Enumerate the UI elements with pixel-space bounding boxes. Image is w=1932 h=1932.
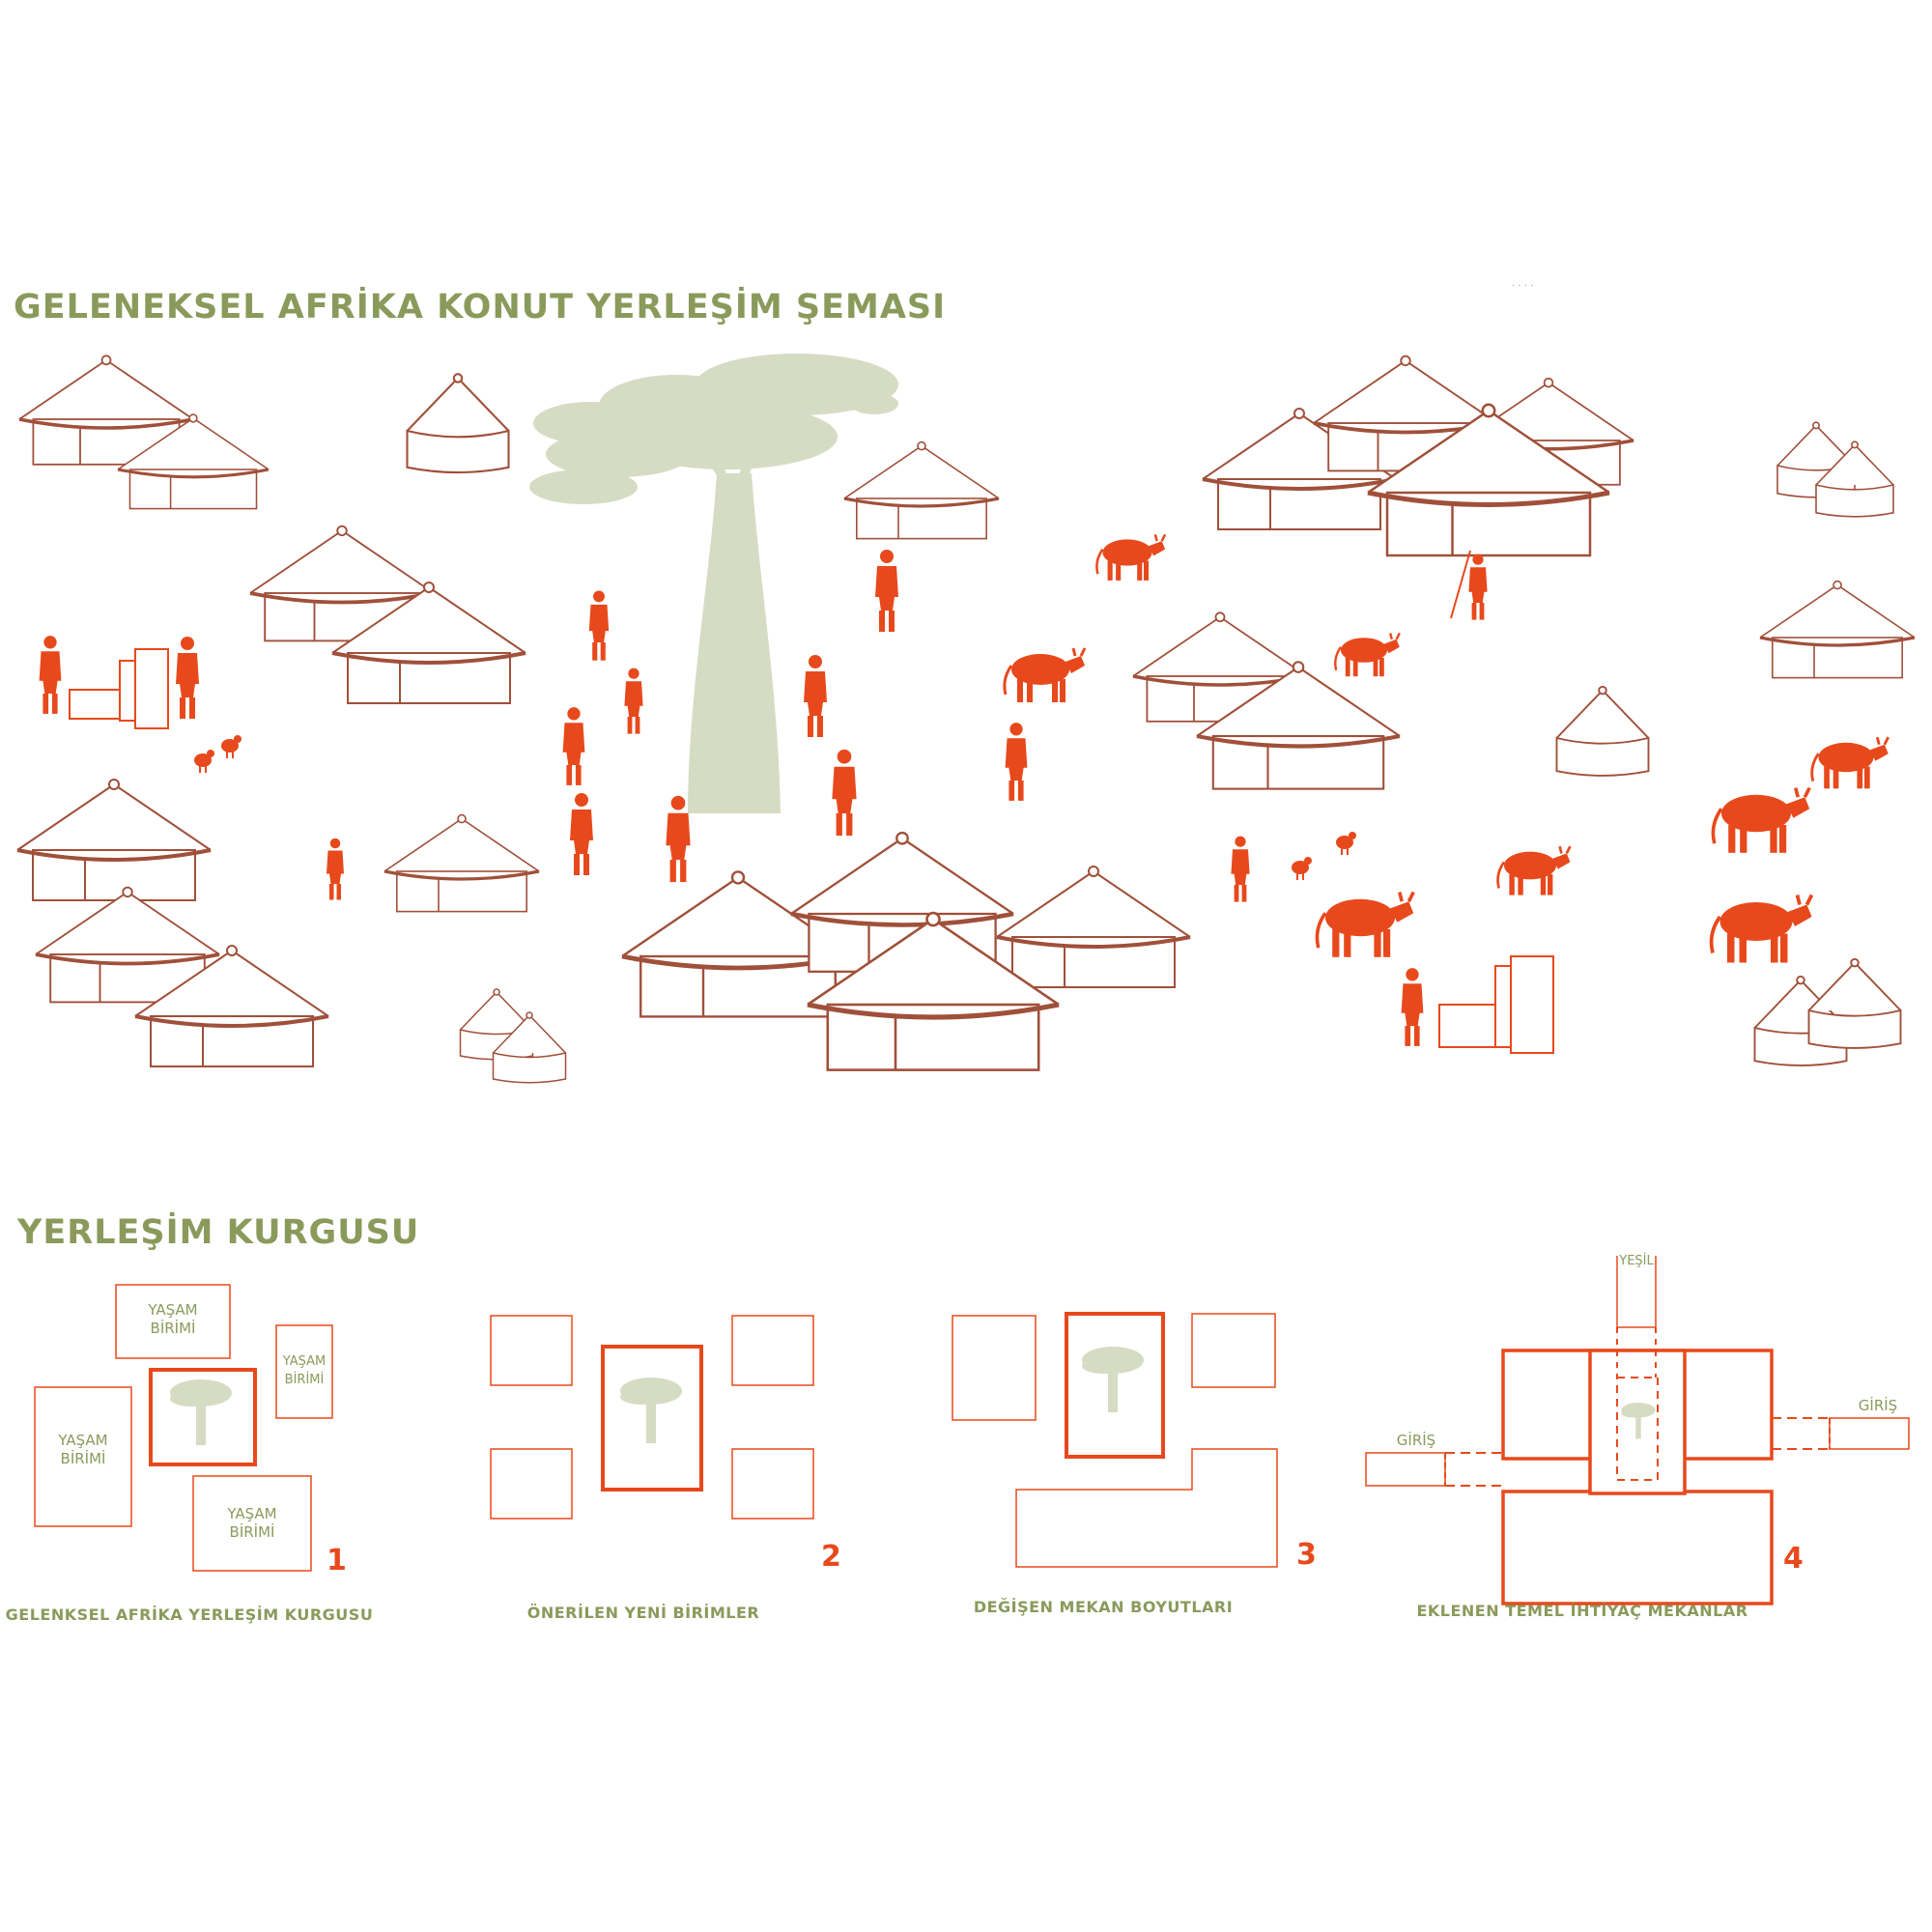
- diagram-3: [952, 1312, 1278, 1568]
- person-icon: [588, 590, 610, 661]
- living-unit-box: [34, 1386, 132, 1527]
- hut-pair-far-right: [1776, 421, 1894, 518]
- person-icon: [570, 793, 593, 875]
- green-space-box: [1616, 1256, 1657, 1328]
- cow-icon: [1334, 632, 1402, 678]
- living-unit-box: [115, 1284, 231, 1359]
- step-number: 1: [327, 1544, 347, 1577]
- hut-icon: [406, 373, 510, 474]
- person-icon: [176, 637, 199, 719]
- settlement-scene: . . . .: [15, 278, 1917, 1084]
- staff: [1450, 550, 1471, 619]
- step-caption: ÖNERİLEN YENİ BİRİMLER: [526, 1604, 760, 1622]
- person-icon: [39, 636, 62, 714]
- step-caption: EKLENEN TEMEL İHTİYAÇ MEKANLAR: [1416, 1602, 1748, 1620]
- unit-box: [1191, 1313, 1276, 1388]
- person-icon: [875, 550, 898, 632]
- hut-icon: [995, 865, 1192, 989]
- entrance-label-right: GİRİŞ: [1858, 1397, 1898, 1414]
- unit-box: [1501, 1490, 1774, 1605]
- unit-box: [731, 1315, 814, 1386]
- hut-icon: [1807, 957, 1902, 1049]
- cow-icon: [1810, 735, 1890, 790]
- step-caption: DEĞİŞEN MEKAN BOYUTLARI: [973, 1598, 1234, 1616]
- person-icon: [666, 795, 691, 883]
- cow-icon: [1315, 890, 1415, 959]
- chicken-icon: [1335, 831, 1357, 856]
- cow-icon: [1095, 533, 1167, 582]
- green-core-box: [1616, 1377, 1659, 1481]
- main-title: GELENEKSEL AFRİKA KONUT YERLEŞİM ŞEMASI: [14, 288, 947, 327]
- entrance-label-left: GİRİŞ: [1396, 1432, 1436, 1449]
- hut-pair-bottom: [459, 988, 567, 1084]
- chicken-icon: [193, 749, 215, 774]
- step-number: 4: [1783, 1542, 1804, 1576]
- living-unit-box: [275, 1324, 333, 1419]
- person-icon: [1468, 554, 1488, 620]
- hut-group-top-right: [1201, 354, 1635, 555]
- entrance-box: [1829, 1417, 1910, 1450]
- entrance-box: [1365, 1452, 1446, 1487]
- cow-icon: [1711, 785, 1811, 855]
- hut-icon: [15, 778, 213, 902]
- hut-group-bottom-center: [622, 833, 1192, 1070]
- unit-box: [1015, 1448, 1278, 1568]
- hut-group-left: [248, 524, 527, 705]
- person-icon: [804, 655, 827, 737]
- unit-box: [490, 1315, 573, 1386]
- stray-mark: . . . .: [1512, 278, 1533, 289]
- layout-diagrams: [34, 1256, 1910, 1605]
- diagram-2: [490, 1315, 814, 1520]
- cow-icon: [1003, 646, 1087, 704]
- section-title: YERLEŞİM KURGUSU: [17, 1213, 420, 1252]
- person-icon: [832, 749, 857, 837]
- hut-icon: [383, 812, 541, 914]
- person-icon: [624, 668, 643, 734]
- chicken-icon: [1291, 856, 1313, 881]
- unit-box: [952, 1315, 1037, 1421]
- step-number: 3: [1296, 1538, 1317, 1572]
- green-space-label: YEŞİL: [1619, 1254, 1654, 1268]
- hut-icon: [1555, 685, 1650, 777]
- cow-icon: [1709, 893, 1814, 965]
- step-caption: GELENKSEL AFRİKA YERLEŞİM KURGUSU: [5, 1605, 374, 1624]
- living-unit-box: [192, 1475, 312, 1572]
- cow-icon: [1496, 844, 1572, 896]
- baobab-tree-icon: [529, 354, 898, 813]
- person-icon: [562, 707, 585, 785]
- person-icon: [1401, 968, 1424, 1046]
- hut-group-top-left: [17, 354, 270, 511]
- person-icon: [1231, 836, 1250, 902]
- diagram-4: [1365, 1256, 1910, 1605]
- hut-icon: [842, 440, 1001, 541]
- hut-pair-bottom-right: [1753, 957, 1902, 1066]
- chicken-icon: [220, 734, 242, 759]
- hut-icon: [1758, 579, 1917, 680]
- person-icon: [1005, 723, 1028, 801]
- step-number: 2: [821, 1540, 841, 1574]
- person-icon: [327, 838, 344, 900]
- unit-box: [490, 1448, 573, 1520]
- diagram-1: [34, 1284, 333, 1572]
- brick-stack-icon: [69, 648, 169, 729]
- brick-stack-icon: [1438, 955, 1554, 1054]
- unit-box: [731, 1448, 814, 1520]
- hut-group-bottom-left: [34, 885, 330, 1068]
